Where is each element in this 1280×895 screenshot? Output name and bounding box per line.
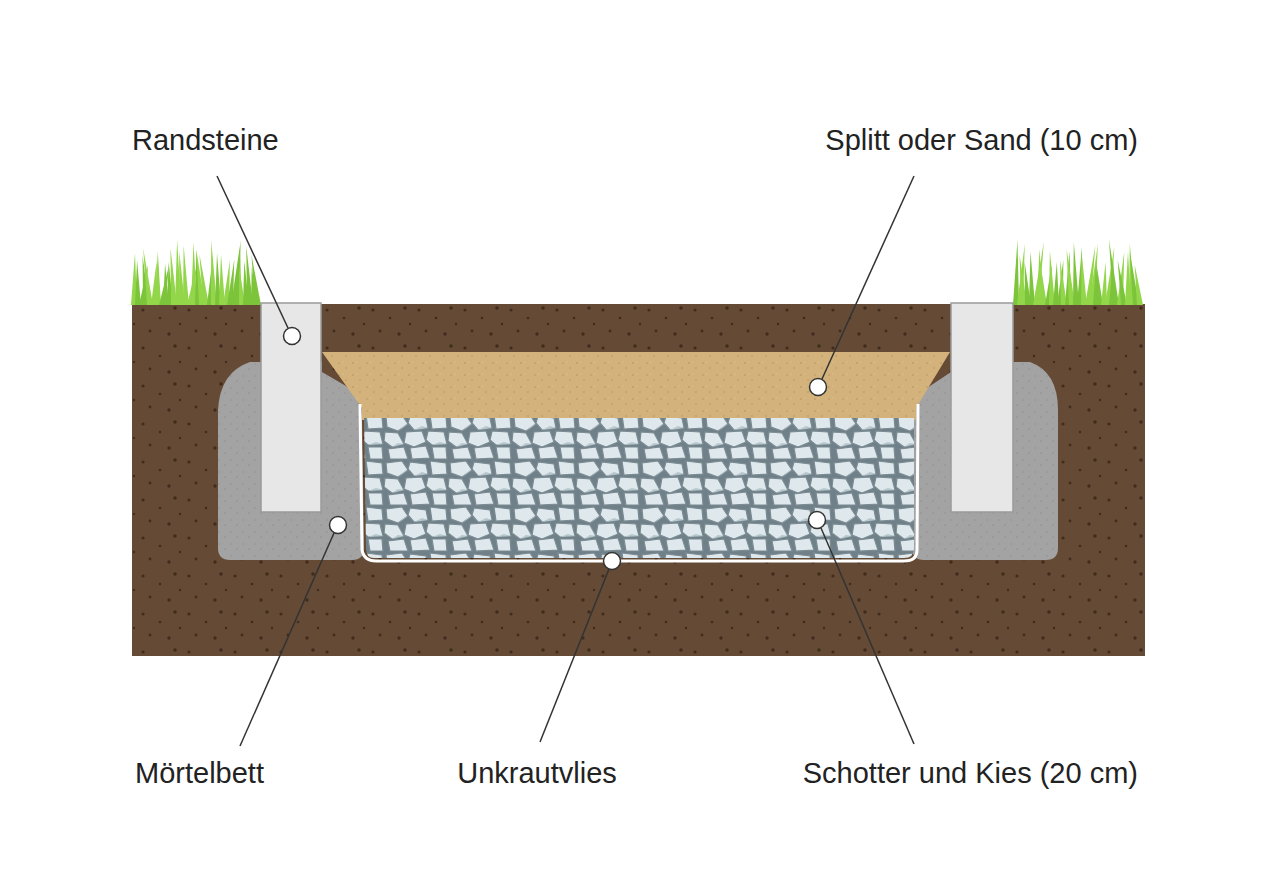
leader-line bbox=[821, 528, 914, 744]
sand-layer bbox=[322, 352, 950, 420]
part-label: Unkrautvlies bbox=[455, 755, 619, 791]
part-label: Mörtelbett bbox=[133, 755, 266, 791]
callout-dots bbox=[284, 328, 827, 570]
part-label: Randsteine bbox=[130, 122, 281, 158]
grass-blade bbox=[219, 254, 225, 305]
grass-blade bbox=[251, 255, 261, 305]
weed-fleece bbox=[360, 404, 918, 561]
soil bbox=[132, 304, 1145, 656]
grass-blade bbox=[1029, 252, 1035, 305]
grass-blade bbox=[143, 249, 153, 305]
grass-blade bbox=[1135, 265, 1143, 305]
grass bbox=[1013, 239, 1143, 305]
grass-blade bbox=[155, 251, 161, 305]
grass-blade bbox=[199, 254, 209, 305]
part-label: Splitt oder Sand (10 cm) bbox=[823, 122, 1140, 158]
grass-blade bbox=[135, 260, 141, 305]
grass-blade bbox=[1109, 239, 1119, 305]
callout-dot bbox=[809, 512, 826, 529]
callout-dot bbox=[810, 379, 827, 396]
leader-line bbox=[822, 176, 914, 379]
grass-blade bbox=[1013, 240, 1019, 305]
curb-stone bbox=[951, 303, 1013, 512]
gravel-layer bbox=[364, 418, 914, 558]
leader-lines bbox=[217, 176, 914, 746]
curb-stone bbox=[261, 303, 321, 512]
callout-dot bbox=[284, 328, 301, 345]
callout-dot bbox=[330, 517, 347, 534]
leader-line bbox=[217, 176, 288, 328]
grass bbox=[131, 239, 261, 305]
grass-blade bbox=[1081, 252, 1087, 305]
grass-blade bbox=[1040, 260, 1047, 305]
callout-dot bbox=[604, 553, 621, 570]
part-label: Schotter und Kies (20 cm) bbox=[801, 755, 1140, 791]
leader-line bbox=[540, 569, 609, 742]
grass-blade bbox=[183, 245, 189, 305]
leader-line bbox=[240, 533, 334, 746]
